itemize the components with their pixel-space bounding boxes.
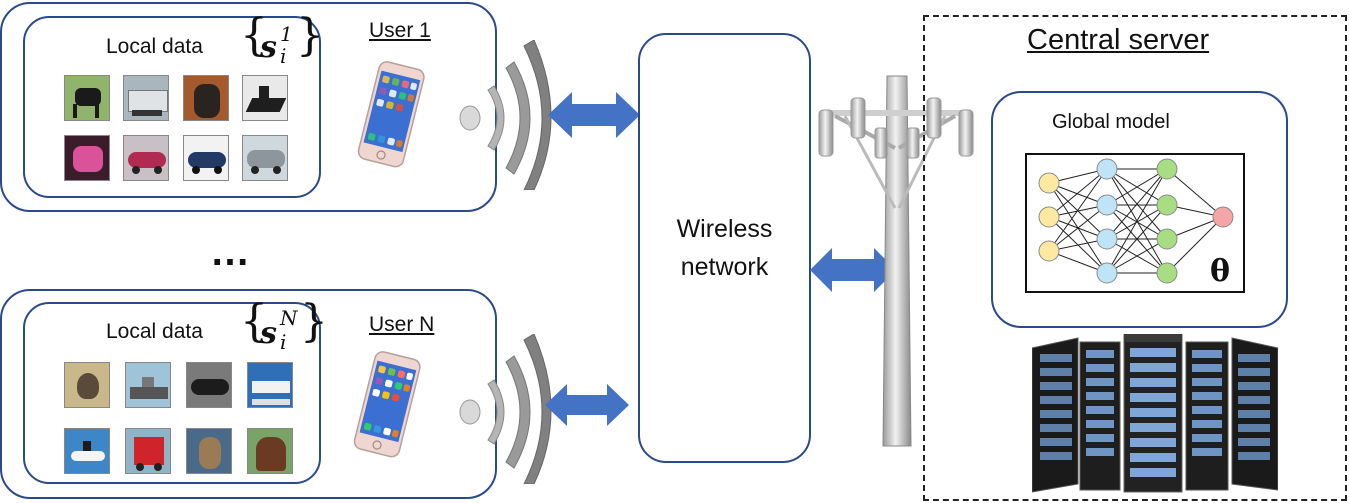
thumbnail-image (64, 428, 110, 474)
thumbnail-image (64, 135, 110, 181)
user-1-title: User 1 (369, 19, 431, 42)
nn-edge (1166, 168, 1224, 218)
nn-node (1096, 194, 1118, 216)
nn-edge (1048, 168, 1108, 252)
nn-edge (1106, 168, 1168, 240)
nn-edge (1048, 204, 1108, 252)
user-n-title: User N (369, 313, 435, 336)
nn-edge (1106, 204, 1168, 274)
nn-node (1156, 194, 1178, 216)
nn-edge (1048, 168, 1108, 218)
nn-node (1096, 158, 1118, 180)
central-server-region (923, 15, 1347, 501)
thumbnail-image (123, 75, 169, 121)
user-1-local-data-label: Local data (106, 35, 203, 58)
smartphone-icon (353, 351, 421, 458)
thumbnail-image (183, 75, 229, 121)
wifi-signal-icon (459, 40, 552, 190)
central-server-title: Central server (1027, 24, 1210, 56)
double-arrow-icon (548, 92, 640, 138)
thumbnail-image (247, 428, 293, 474)
user-n-data-symbol: { s N i } (240, 296, 328, 355)
neural-network-graph (1038, 158, 1234, 284)
double-arrow-icon (810, 248, 896, 292)
thumbnail-image (64, 75, 110, 121)
neural-network-diagram (1025, 153, 1245, 293)
nn-node (1212, 206, 1234, 228)
nn-edge (1106, 168, 1168, 206)
nn-node (1156, 228, 1178, 250)
nn-edge (1166, 216, 1224, 274)
double-arrow-icon (545, 384, 629, 426)
nn-node (1038, 240, 1060, 262)
wireless-network-box (638, 33, 811, 463)
nn-node (1156, 262, 1178, 284)
wifi-signal-icon (459, 334, 552, 484)
thumbnail-image (125, 428, 171, 474)
global-model-label: Global model (1052, 111, 1170, 133)
thumbnail-image (123, 135, 169, 181)
thumbnail-image (64, 362, 110, 408)
server-rack-icon (1032, 334, 1278, 493)
thumbnail-image (186, 428, 232, 474)
thumbnail-image (183, 135, 229, 181)
nn-node (1156, 158, 1178, 180)
nn-node (1096, 262, 1118, 284)
model-parameter-symbol: θ (1210, 254, 1231, 289)
thumbnail-image (242, 75, 288, 121)
thumbnail-image (186, 362, 232, 408)
thumbnail-image (247, 362, 293, 408)
thumbnail-image (125, 362, 171, 408)
nn-node (1096, 228, 1118, 250)
nn-node (1038, 172, 1060, 194)
nn-edge (1106, 238, 1168, 274)
thumbnail-image (242, 135, 288, 181)
user-n-local-data-label: Local data (106, 320, 203, 343)
cell-tower-icon (818, 75, 974, 447)
wireless-network-label: Wireless network (676, 215, 773, 281)
smartphone-icon (357, 61, 425, 168)
nn-edge (1106, 168, 1168, 274)
nn-node (1038, 206, 1060, 228)
user-1-data-symbol: { s 1 i } (240, 10, 324, 69)
ellipsis: … (210, 230, 253, 274)
